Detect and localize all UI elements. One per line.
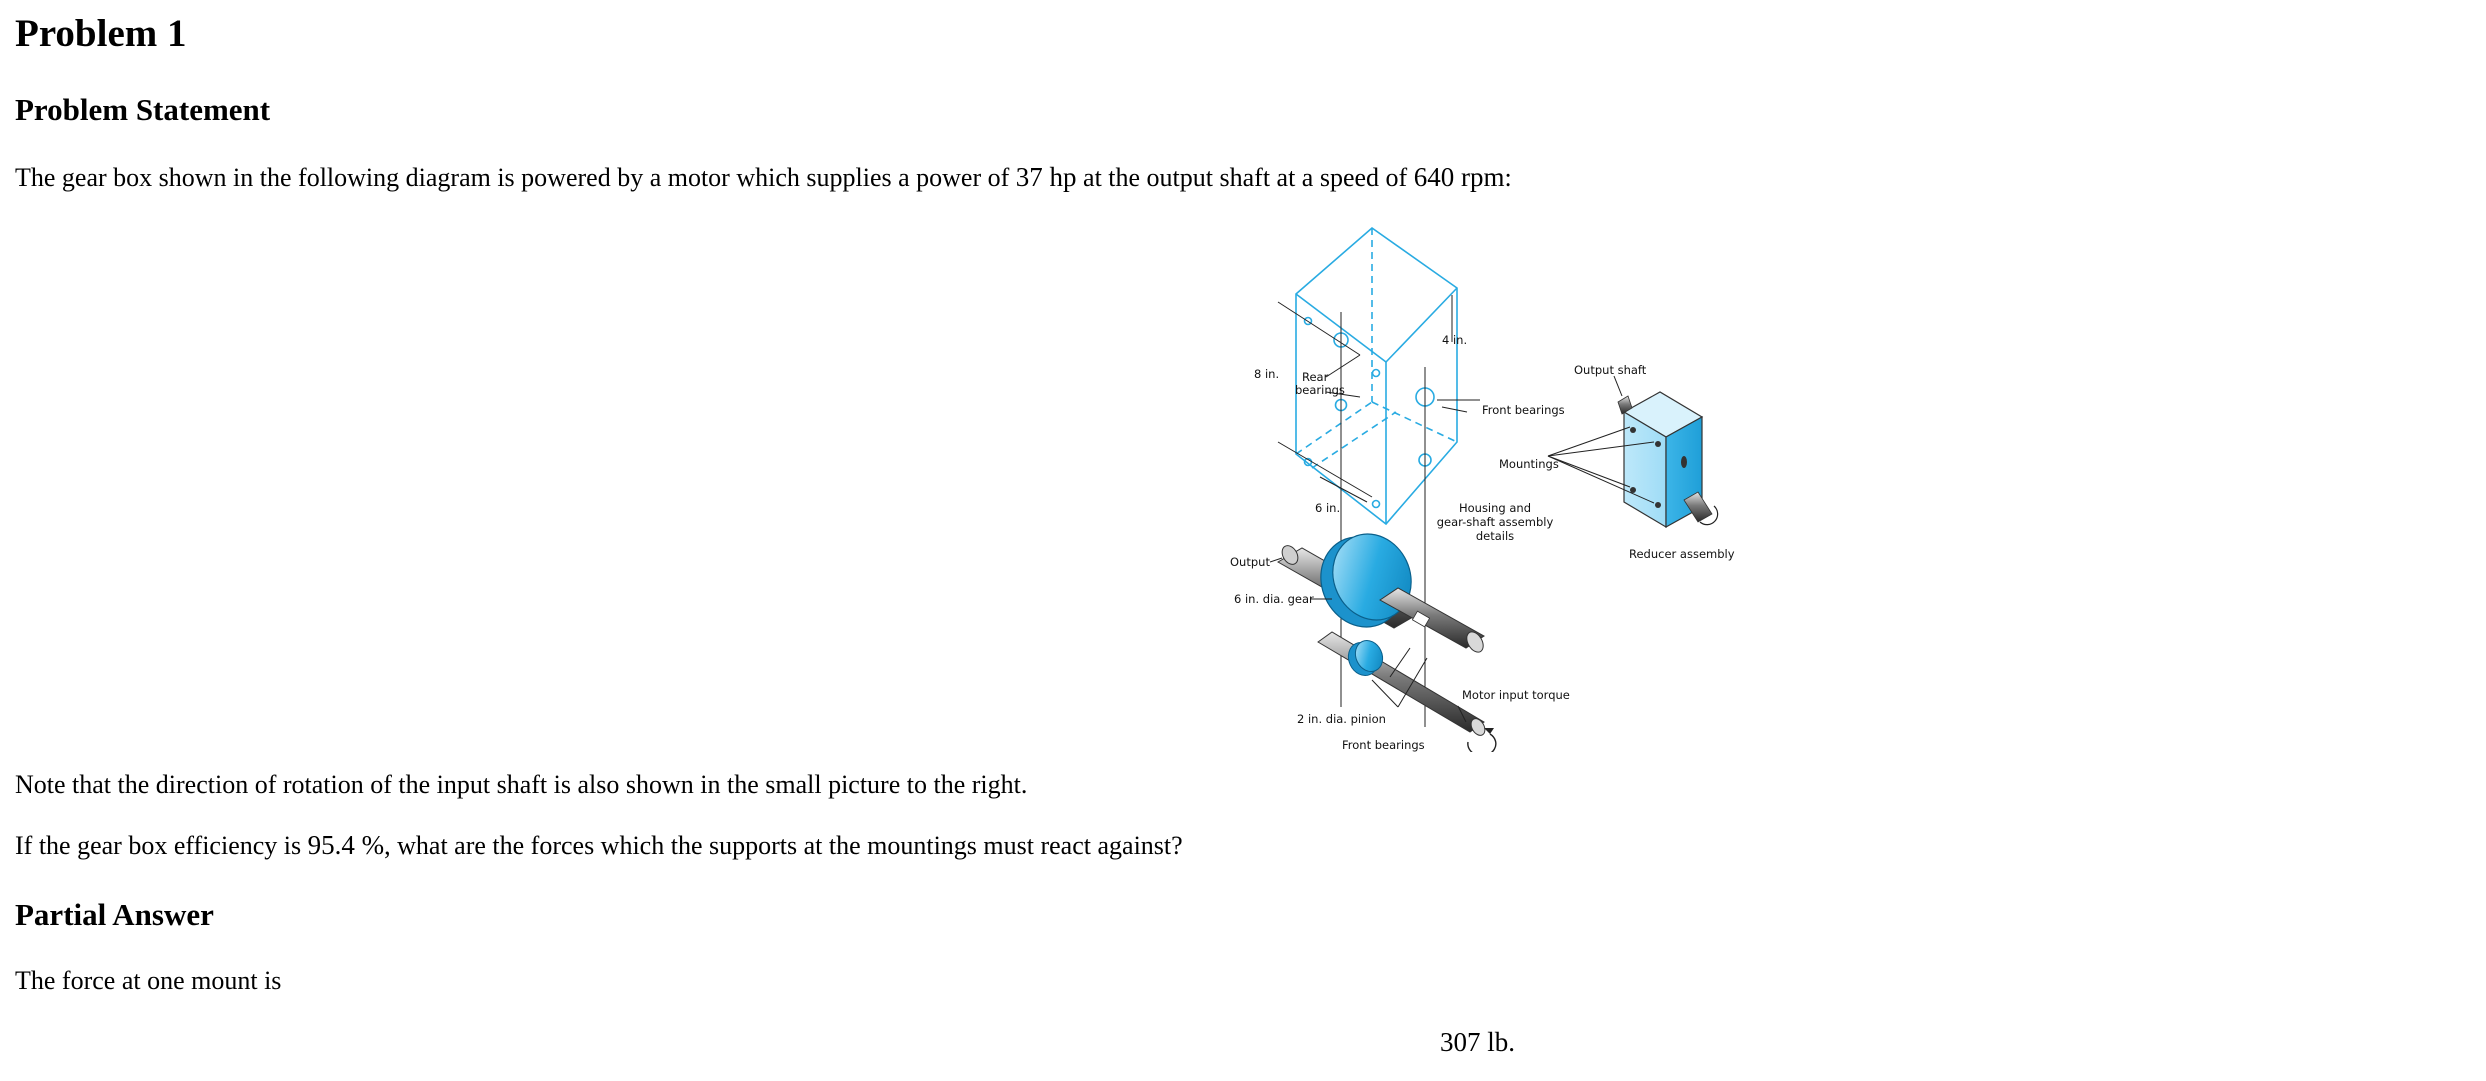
- answer-text: The force at one mount is: [15, 966, 282, 995]
- statement-heading: Problem Statement: [15, 92, 271, 127]
- label-bearings: bearings: [1295, 383, 1345, 397]
- label-mountings: Mountings: [1499, 457, 1559, 471]
- power-value: 37: [1015, 162, 1043, 192]
- statement-suffix: :: [1504, 163, 1512, 192]
- statement-paragraph: The gear box shown in the following diag…: [15, 160, 1512, 195]
- label-4in: 4 in.: [1442, 333, 1467, 347]
- efficiency-unit: %: [354, 830, 385, 860]
- label-6in: 6 in.: [1315, 501, 1340, 515]
- reducer-assembly: [1617, 391, 1719, 529]
- question-prefix: If the gear box efficiency is: [15, 831, 308, 860]
- label-rear: Rear: [1302, 370, 1329, 384]
- answer-heading: Partial Answer: [15, 897, 214, 932]
- label-output-shaft: Output shaft: [1574, 363, 1647, 377]
- question-suffix: , what are the forces which the supports…: [384, 831, 1183, 860]
- label-8in: 8 in.: [1254, 367, 1279, 381]
- gearbox-diagram-svg: 4 in. 8 in. Rear bearings 6 in. Output s…: [1230, 226, 1735, 752]
- label-housing-1: Housing and: [1459, 501, 1531, 515]
- label-front-bearings-top: Front bearings: [1482, 403, 1565, 417]
- label-housing-3: details: [1476, 529, 1514, 543]
- answer-value: 307 lb.: [1440, 1027, 1516, 1057]
- efficiency-value: 95.4: [307, 830, 355, 860]
- question-paragraph: If the gear box efficiency is 95.4 %, wh…: [15, 828, 1183, 863]
- note-paragraph: Note that the direction of rotation of t…: [15, 770, 1028, 799]
- figure-labels: 4 in. 8 in. Rear bearings 6 in. Output s…: [1230, 333, 1735, 752]
- label-housing-2: gear-shaft assembly: [1437, 515, 1554, 529]
- output-shaft-front: [1379, 587, 1485, 653]
- leader-lines: [1269, 375, 1655, 723]
- speed-value: 640: [1413, 162, 1455, 192]
- label-motor: Motor input torque: [1462, 688, 1570, 702]
- statement-middle: at the output shaft at a speed of: [1076, 163, 1414, 192]
- statement-prefix: The gear box shown in the following diag…: [15, 163, 1016, 192]
- power-unit: hp: [1042, 162, 1077, 192]
- input-shaft: [1317, 631, 1497, 752]
- label-gear: 6 in. dia. gear: [1234, 592, 1314, 606]
- gearbox-diagram: 4 in. 8 in. Rear bearings 6 in. Output s…: [1222, 222, 1762, 752]
- speed-unit: rpm: [1454, 162, 1505, 192]
- document-page: Problem 1 Problem Statement The gear box…: [15, 0, 2455, 1081]
- label-pinion: 2 in. dia. pinion: [1297, 712, 1386, 726]
- label-output: Output: [1230, 555, 1270, 569]
- label-reducer: Reducer assembly: [1629, 547, 1735, 561]
- large-gear: [1320, 533, 1412, 628]
- page-title: Problem 1: [15, 12, 187, 55]
- label-front-bearings-bottom: Front bearings: [1342, 738, 1425, 752]
